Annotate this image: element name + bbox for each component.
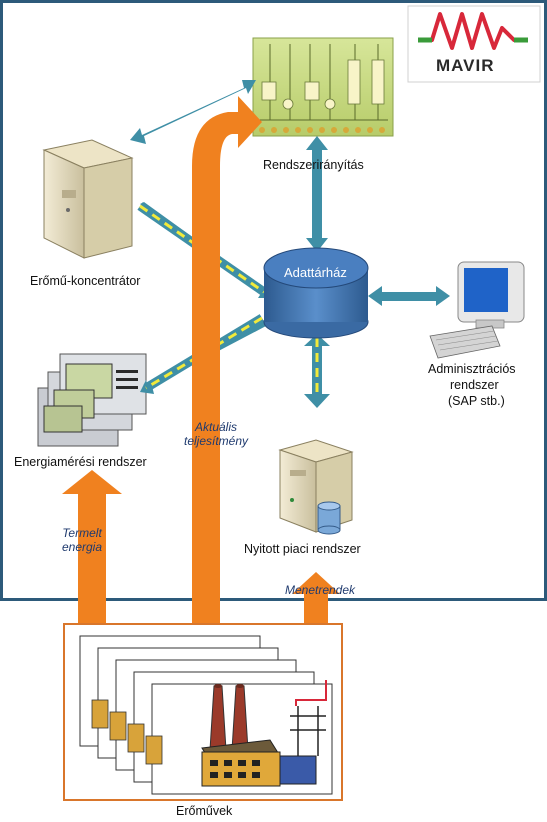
energy-meter-icon: [37, 353, 147, 447]
orange-arrows: [62, 96, 340, 626]
label-actual-1: Aktuális: [194, 420, 238, 434]
label-concentrator: Erőmű-koncentrátor: [30, 274, 141, 288]
label-metering: Energiamérési rendszer: [14, 455, 147, 469]
label-plants: Erőművek: [176, 804, 233, 818]
market-server-icon: [278, 439, 354, 535]
data-warehouse-cylinder: [263, 247, 369, 339]
arrow-warehouse-admin: [380, 292, 438, 301]
label-schedules: Menetrendek: [284, 583, 356, 597]
concentrator-server-icon: [42, 139, 134, 259]
label-produced-1: Termelt: [62, 526, 102, 540]
arrow-control-warehouse: [312, 146, 322, 242]
arrow-produced-energy: [62, 470, 122, 626]
label-warehouse: Adattárház: [284, 265, 347, 280]
label-control: Rendszerirányítás: [263, 158, 364, 172]
arrow-concentrator-control: [130, 80, 256, 144]
label-market: Nyitott piaci rendszer: [244, 542, 361, 556]
power-plant-icon: [201, 680, 327, 787]
control-panel-icon: [252, 37, 394, 137]
mavir-logo-text: MAVIR: [436, 56, 495, 75]
label-produced-2: energia: [61, 540, 103, 554]
power-plants-box: [63, 623, 343, 801]
label-actual-2: teljesítmény: [183, 434, 249, 448]
mavir-logo: [407, 5, 541, 83]
arrow-schedules: [292, 572, 340, 626]
label-admin-2: rendszer: [450, 378, 499, 392]
outer-frame: [0, 0, 547, 601]
arrow-actual-performance: [192, 96, 262, 626]
admin-computer-icon: [429, 261, 525, 359]
label-admin-3: (SAP stb.): [448, 394, 505, 408]
label-admin-1: Adminisztrációs: [428, 362, 516, 376]
